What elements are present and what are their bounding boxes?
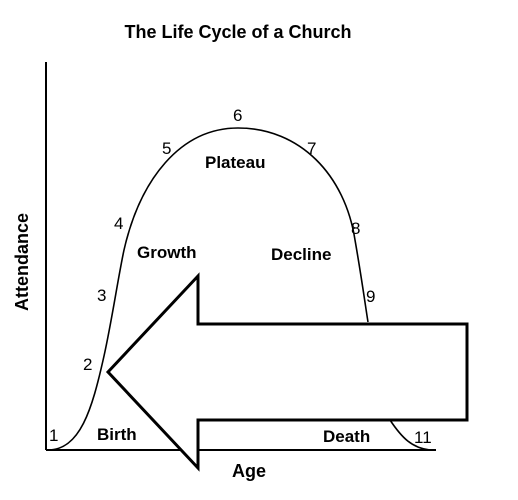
- point-label-1: 1: [49, 426, 58, 445]
- point-label-6: 6: [233, 106, 242, 125]
- point-label-9: 9: [366, 287, 375, 306]
- life-cycle-curve: [47, 127, 369, 451]
- left-arrow-shape: [105, 272, 469, 472]
- y-axis-label: Attendance: [12, 213, 32, 311]
- point-label-3: 3: [97, 286, 106, 305]
- point-label-2: 2: [83, 355, 92, 374]
- diagram-title: The Life Cycle of a Church: [124, 22, 351, 42]
- point-label-7: 7: [307, 139, 316, 158]
- stage-birth: Birth: [97, 425, 137, 444]
- stage-growth: Growth: [137, 243, 197, 262]
- point-label-4: 4: [114, 214, 123, 233]
- point-label-5: 5: [162, 139, 171, 158]
- stage-plateau: Plateau: [205, 153, 265, 172]
- x-axis-label: Age: [232, 461, 266, 481]
- stage-death: Death: [323, 427, 370, 446]
- point-label-8: 8: [351, 219, 360, 238]
- stage-decline: Decline: [271, 245, 331, 264]
- death-tail-curve: [389, 419, 431, 451]
- point-label-11: 11: [414, 428, 432, 447]
